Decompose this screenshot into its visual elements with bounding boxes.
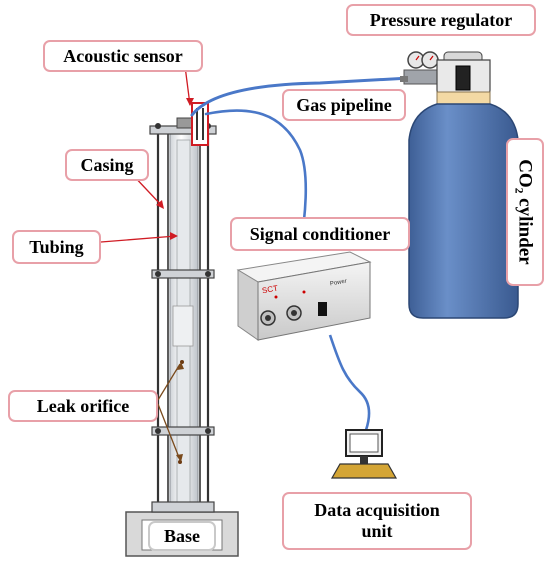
computer <box>330 429 398 479</box>
label-leak-orifice: Leak orifice <box>8 390 158 422</box>
acoustic-sensor <box>191 102 209 146</box>
pointer-arrowheads <box>156 98 194 462</box>
pointer-lines <box>100 65 191 461</box>
label-co2-cylinder-box: CO₂ cylinder <box>506 138 544 286</box>
data-cable <box>328 334 371 431</box>
gas-pipeline <box>190 76 412 117</box>
label-signal-conditioner: Signal conditioner <box>230 217 410 251</box>
co2-cylinder <box>408 51 519 319</box>
label-acoustic-sensor: Acoustic sensor <box>43 40 203 72</box>
label-pressure-regulator: Pressure regulator <box>346 4 536 36</box>
regulator-valve <box>400 51 439 85</box>
label-data-acquisition-line2: unit <box>361 521 393 541</box>
label-gas-pipeline: Gas pipeline <box>282 89 406 121</box>
label-co2-cylinder: CO₂ cylinder <box>514 159 536 265</box>
label-data-acquisition-unit: Data acquisition unit <box>282 492 472 550</box>
casing-column <box>149 117 217 513</box>
label-base: Base <box>148 521 216 551</box>
label-tubing: Tubing <box>12 230 101 264</box>
label-data-acquisition-line1: Data acquisition <box>314 500 440 521</box>
signal-conditioner-device <box>236 251 372 341</box>
label-casing: Casing <box>65 149 149 181</box>
